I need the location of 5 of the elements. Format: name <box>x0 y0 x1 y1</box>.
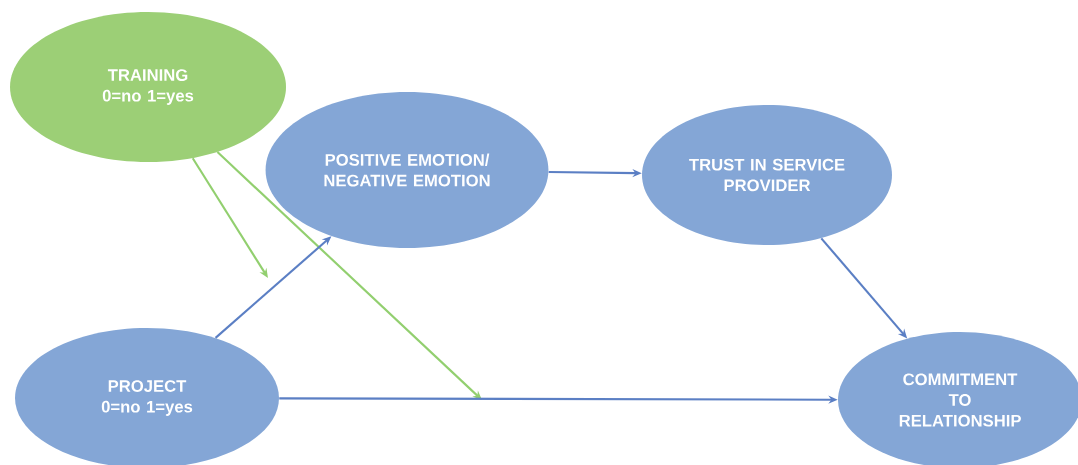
arrow <box>191 157 268 278</box>
oval-node: POSITIVE EMOTION/ NEGATIVE EMOTION <box>265 92 549 248</box>
oval-node: TRAINING 0=no 1=yes <box>10 12 286 162</box>
oval-node: TRUST IN SERVICE PROVIDER <box>642 105 892 245</box>
arrow <box>216 151 482 400</box>
